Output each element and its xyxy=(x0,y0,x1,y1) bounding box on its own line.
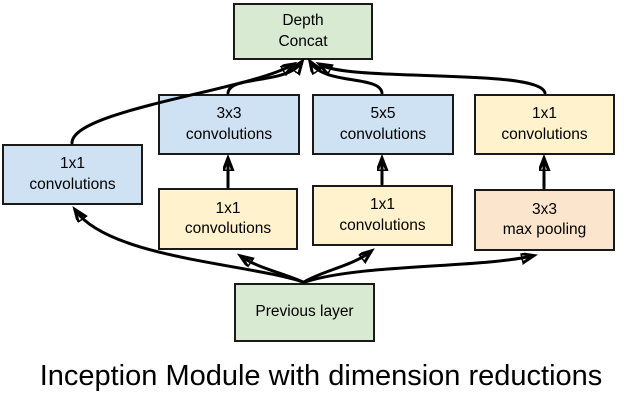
box-1x1-convolutions-mid-right-label: 1x1 convolutions xyxy=(339,196,426,234)
arrow-previous-to-1x1-mid-a xyxy=(242,257,305,284)
box-3x3-max-pooling-label: 3x3 max pooling xyxy=(502,200,587,238)
arrow-1x1-right-to-concat xyxy=(321,65,547,95)
arrow-5x5-to-concat xyxy=(311,63,384,95)
diagram-caption: Inception Module with dimension reductio… xyxy=(39,360,603,392)
box-3x3-max-pooling: 3x3 max pooling xyxy=(474,189,615,251)
box-3x3-convolutions-label: 3x3 convolutions xyxy=(185,105,273,143)
box-1x1-convolutions-mid-right: 1x1 convolutions xyxy=(312,185,453,246)
arrow-previous-to-maxpool xyxy=(303,256,532,284)
arrow-3x3-to-concat xyxy=(226,63,301,95)
box-1x1-convolutions-left: 1x1 convolutions xyxy=(2,144,143,205)
box-depth-concat: Depth Concat xyxy=(233,3,373,60)
box-1x1-convolutions-mid-left: 1x1 convolutions xyxy=(158,188,298,250)
box-3x3-convolutions: 3x3 convolutions xyxy=(158,94,300,155)
box-previous-layer-label: Previous layer xyxy=(255,303,354,321)
box-1x1-convolutions-top-right-label: 1x1 convolutions xyxy=(501,105,588,143)
box-5x5-convolutions: 5x5 convolutions xyxy=(312,94,454,155)
box-1x1-convolutions-left-label: 1x1 convolutions xyxy=(29,155,116,193)
box-previous-layer: Previous layer xyxy=(234,283,375,342)
box-1x1-convolutions-mid-left-label: 1x1 convolutions xyxy=(184,199,272,237)
box-depth-concat-label: Depth Concat xyxy=(278,12,328,50)
arrow-previous-to-1x1-mid-b xyxy=(302,252,370,284)
box-1x1-convolutions-top-right: 1x1 convolutions xyxy=(474,94,615,155)
box-5x5-convolutions-label: 5x5 convolutions xyxy=(339,105,427,143)
